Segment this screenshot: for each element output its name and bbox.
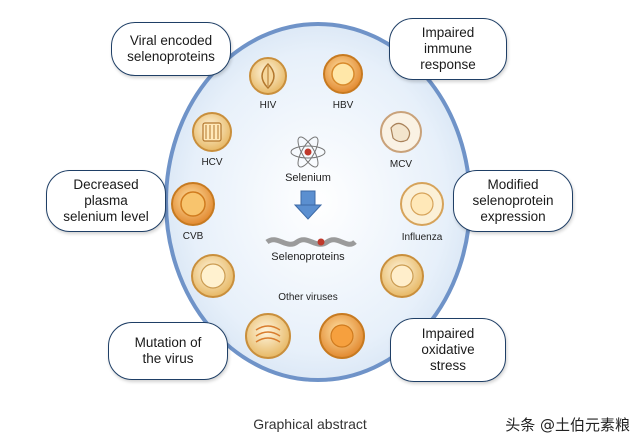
- box-impaired-oxidative-stress: Impaired oxidative stress: [390, 318, 506, 382]
- box-viral-encoded-selenoproteins: Viral encoded selenoproteins: [111, 22, 231, 76]
- label-selenium: Selenium: [285, 172, 331, 184]
- label-hcv: HCV: [201, 157, 223, 168]
- label-hiv: HIV: [259, 100, 277, 111]
- virus-other-3-icon: [245, 313, 291, 359]
- virus-hcv-icon: [192, 112, 232, 152]
- box-modified-selenoprotein-expression: Modified selenoprotein expression: [453, 170, 573, 232]
- virus-cvb-icon: [171, 182, 215, 226]
- label-cvb: CVB: [182, 231, 204, 242]
- label-other-viruses: Other viruses: [278, 292, 338, 303]
- virus-other-1-icon: [191, 254, 235, 298]
- label-selenoproteins: Selenoproteins: [271, 251, 345, 263]
- virus-other-2-icon: [380, 254, 424, 298]
- down-arrow-icon: [293, 190, 323, 220]
- caption-graphical-abstract: Graphical abstract: [253, 416, 367, 432]
- virus-mcv-icon: [380, 111, 422, 153]
- selenoprotein-chain-icon: [265, 237, 357, 247]
- label-influenza: Influenza: [401, 232, 443, 243]
- box-impaired-immune-response: Impaired immune response: [389, 18, 507, 80]
- virus-hbv-icon: [323, 54, 363, 94]
- label-hbv: HBV: [332, 100, 354, 111]
- selenium-atom-icon: [290, 136, 326, 168]
- box-decreased-plasma-selenium: Decreased plasma selenium level: [46, 170, 166, 232]
- virus-influenza-icon: [400, 182, 444, 226]
- label-mcv: MCV: [389, 159, 413, 170]
- box-mutation-of-virus: Mutation of the virus: [108, 322, 228, 380]
- virus-other-4-icon: [319, 313, 365, 359]
- virus-hiv-icon: [249, 57, 287, 95]
- watermark: 头条 @土伯元素粮: [505, 416, 630, 434]
